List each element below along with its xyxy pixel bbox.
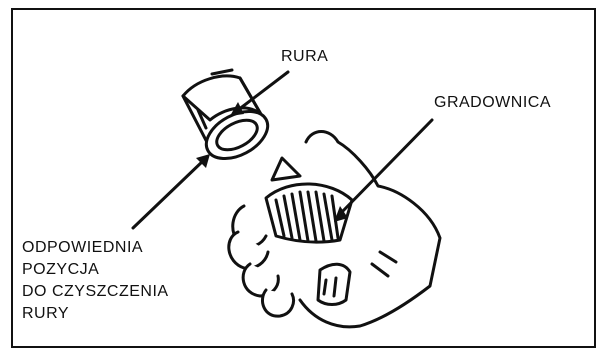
label-pozycja-line-3: DO CZYSZCZENIA (22, 281, 169, 303)
label-pozycja-line-2: POZYCJA (22, 259, 99, 281)
tube-drawing (183, 70, 276, 168)
label-pozycja-line-4: RURY (22, 303, 69, 325)
label-pozycja-line-1: ODPOWIEDNIA (22, 237, 143, 259)
hand-with-grater-drawing (229, 132, 440, 327)
label-rura: RURA (281, 46, 328, 68)
label-gradownica: GRADOWNICA (434, 92, 551, 114)
